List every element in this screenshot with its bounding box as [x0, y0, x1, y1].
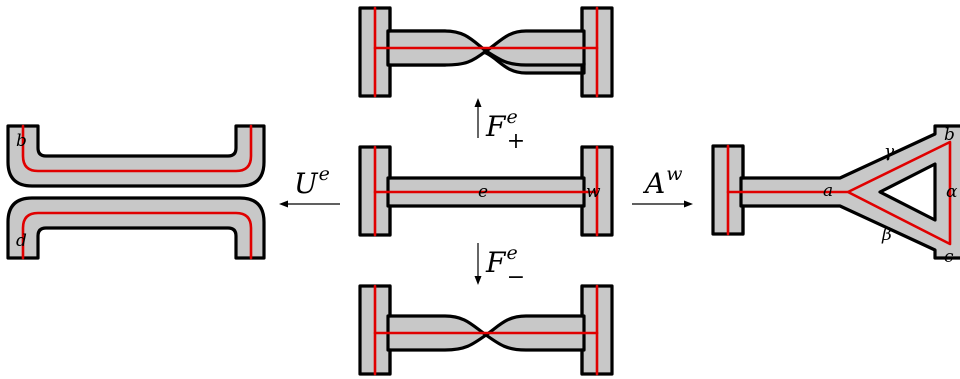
label-a: a [823, 181, 833, 201]
label-b-right: b [944, 125, 955, 145]
arrow-f-plus: Fe+ [474, 98, 525, 154]
edge-label-e: e [478, 182, 488, 202]
f-minus-result-ribbon [358, 284, 614, 376]
u-result-ribbon: b d [6, 124, 266, 260]
label-gamma: γ [884, 142, 895, 162]
label-d-left: d [16, 231, 27, 251]
f-minus-label: Fe− [485, 242, 525, 290]
label-alpha: α [946, 182, 958, 202]
vertex-label-w: w [586, 182, 601, 202]
center-ribbon: e w [358, 145, 614, 237]
a-result-ribbon: a b c α β γ [711, 124, 960, 267]
label-c: c [944, 247, 954, 267]
a-label: Aw [642, 163, 683, 200]
arrow-u: Ue [279, 163, 340, 208]
arrow-f-minus: Fe− [474, 242, 525, 290]
label-beta: β [881, 225, 892, 245]
u-label: Ue [294, 163, 330, 200]
arrow-a: Aw [632, 163, 693, 208]
label-b-left: b [16, 131, 27, 151]
f-plus-result-ribbon [358, 6, 614, 98]
f-plus-label: Fe+ [485, 106, 525, 154]
